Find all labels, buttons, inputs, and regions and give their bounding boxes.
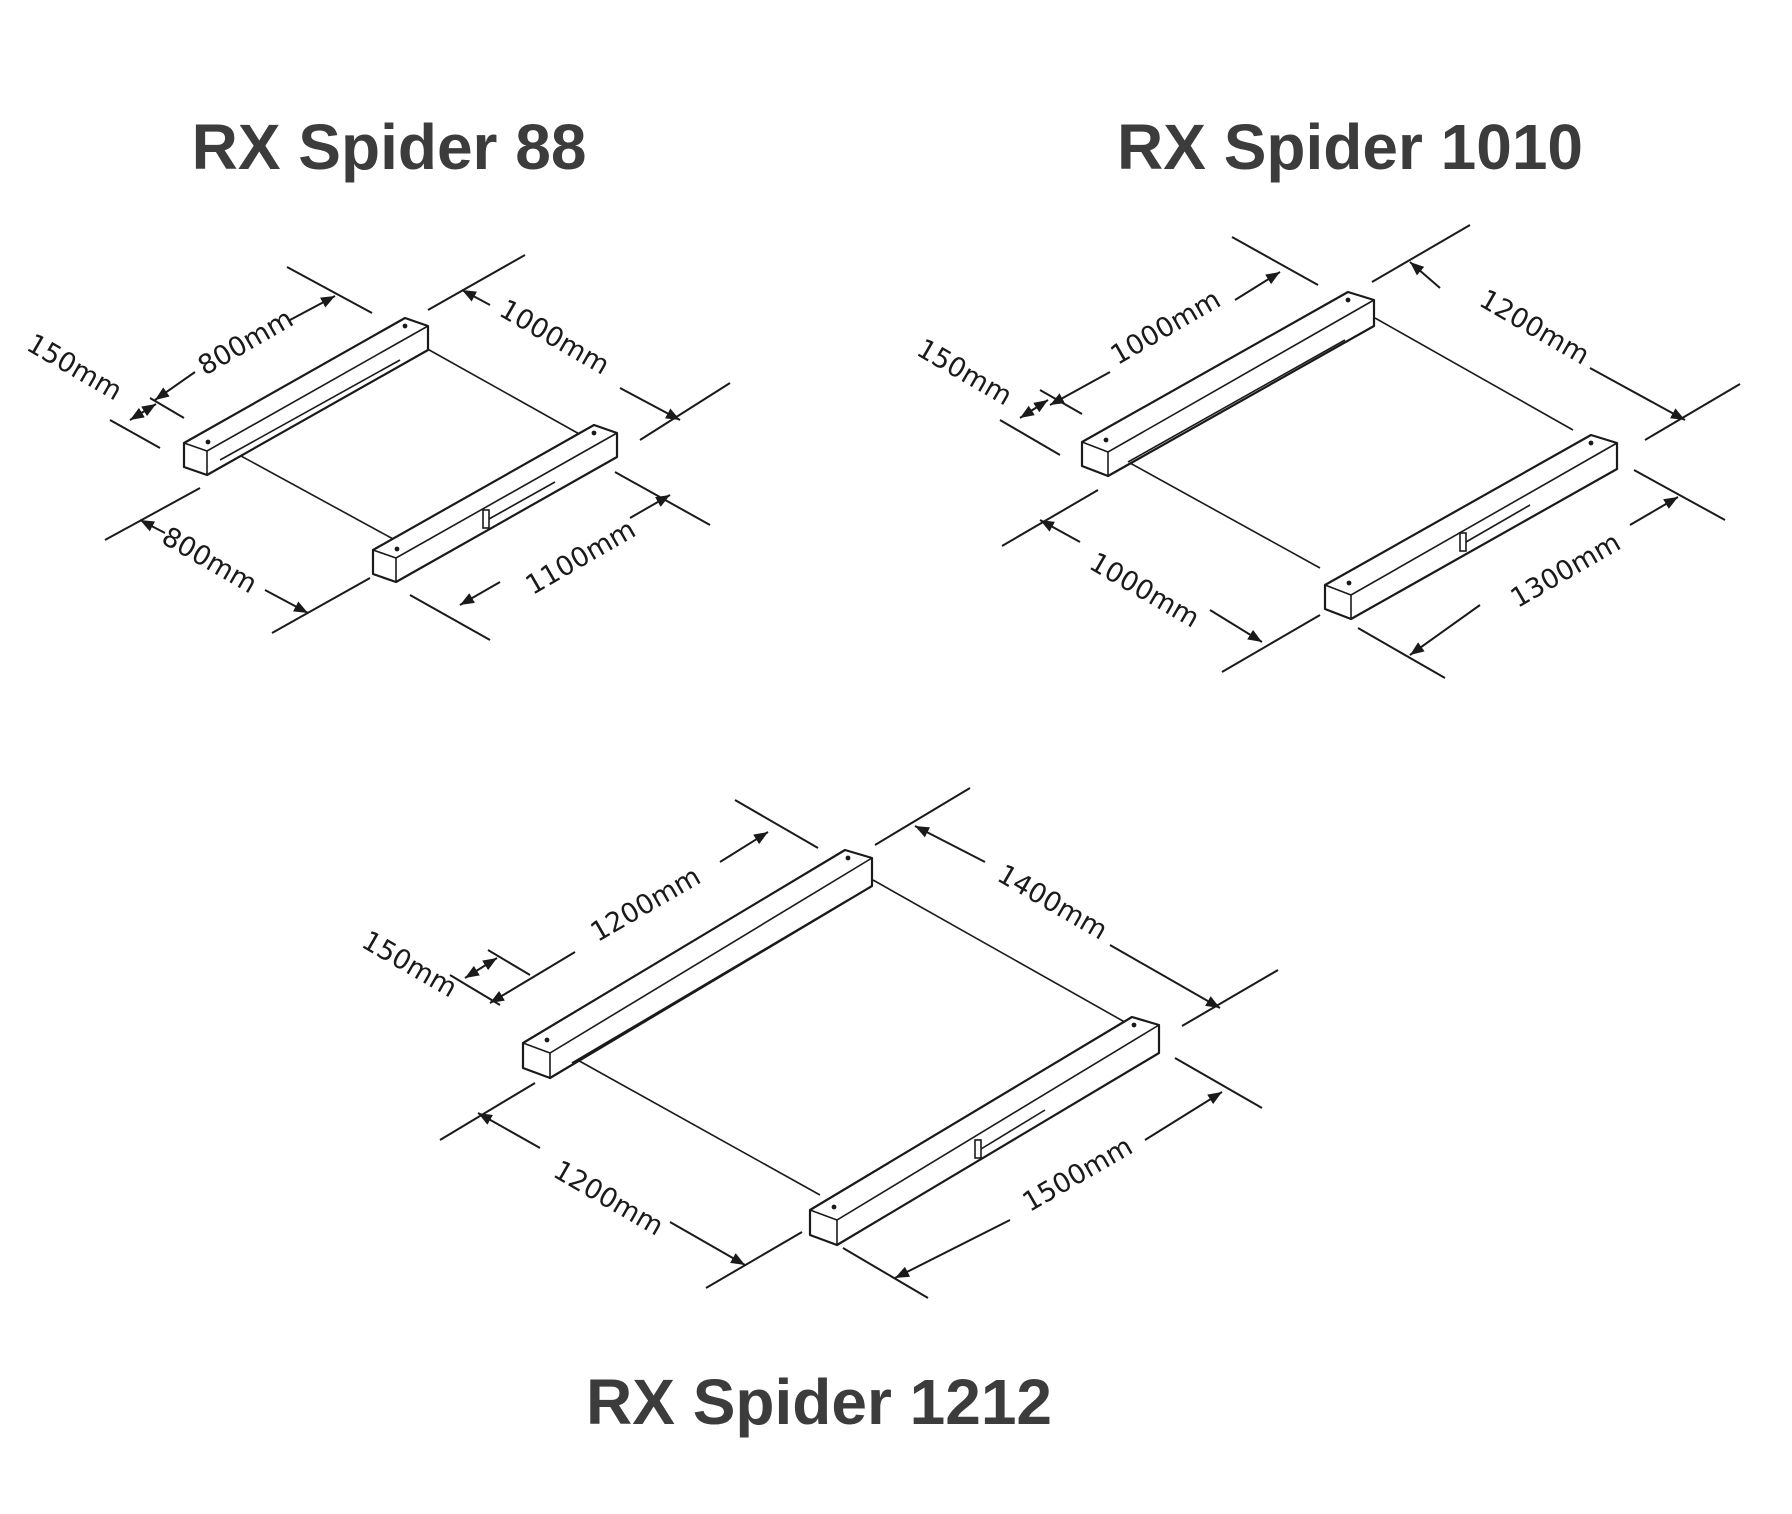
dim-label-depth-1010: 1200mm — [1474, 284, 1595, 372]
dim-label-width-1010: 1300mm — [1505, 527, 1626, 615]
dim-inner-width-1010: 1000mm — [1001, 489, 1321, 673]
dim-label-depth-1212: 1400mm — [992, 859, 1113, 947]
left-beam-88 — [182, 316, 430, 477]
dim-depth-88: 1000mm — [427, 254, 731, 441]
dim-label-inner-width-1010: 1000mm — [1084, 547, 1205, 635]
dim-label-top-length-88: 800mm — [193, 303, 299, 382]
dim-label-width-1212: 1500mm — [1017, 1131, 1138, 1219]
dim-label-inner-width-88: 800mm — [156, 521, 262, 600]
dim-height-1212: 150mm — [356, 925, 531, 1006]
right-beam-1010 — [1323, 433, 1619, 621]
frame-1212 — [521, 848, 1161, 1247]
left-beam-1212 — [521, 848, 874, 1080]
dim-height-1010: 150mm — [911, 333, 1083, 456]
title-rx-spider-1212: RX Spider 1212 — [586, 1366, 1052, 1438]
drawing-rx-spider-1212: 150mm 1200mm 1400mm 1200mm 1500 — [356, 787, 1279, 1299]
left-beam-1010 — [1080, 290, 1376, 478]
dim-label-depth-88: 1000mm — [494, 294, 615, 382]
dim-label-inner-width-1212: 1200mm — [548, 1155, 669, 1243]
dim-label-height-1212: 150mm — [356, 925, 462, 1004]
dim-inner-width-1212: 1200mm — [439, 1082, 803, 1289]
right-beam-88 — [371, 423, 619, 584]
title-rx-spider-88: RX Spider 88 — [191, 111, 587, 183]
dim-width-88: 1100mm — [409, 471, 711, 641]
drawing-rx-spider-1010: 150mm 1000mm 1200mm 1000mm 1300 — [911, 224, 1741, 679]
drawing-rx-spider-88: 150mm 800mm 1000mm 800mm — [21, 254, 731, 641]
right-beam-1212 — [808, 1015, 1161, 1247]
dim-label-height-88: 150mm — [21, 328, 127, 407]
dim-depth-1212: 1400mm — [874, 787, 1279, 1027]
dim-inner-width-88: 800mm — [104, 487, 371, 634]
dim-height-88: 150mm — [21, 328, 185, 449]
dim-label-top-length-1010: 1000mm — [1105, 284, 1226, 372]
title-rx-spider-1010: RX Spider 1010 — [1117, 111, 1583, 183]
dim-label-height-1010: 150mm — [911, 333, 1017, 412]
dim-depth-1010: 1200mm — [1371, 224, 1741, 441]
frame-1010 — [1080, 290, 1619, 621]
frame-88 — [182, 316, 619, 584]
dim-label-width-88: 1100mm — [520, 514, 641, 602]
dim-label-top-length-1212: 1200mm — [585, 861, 706, 949]
